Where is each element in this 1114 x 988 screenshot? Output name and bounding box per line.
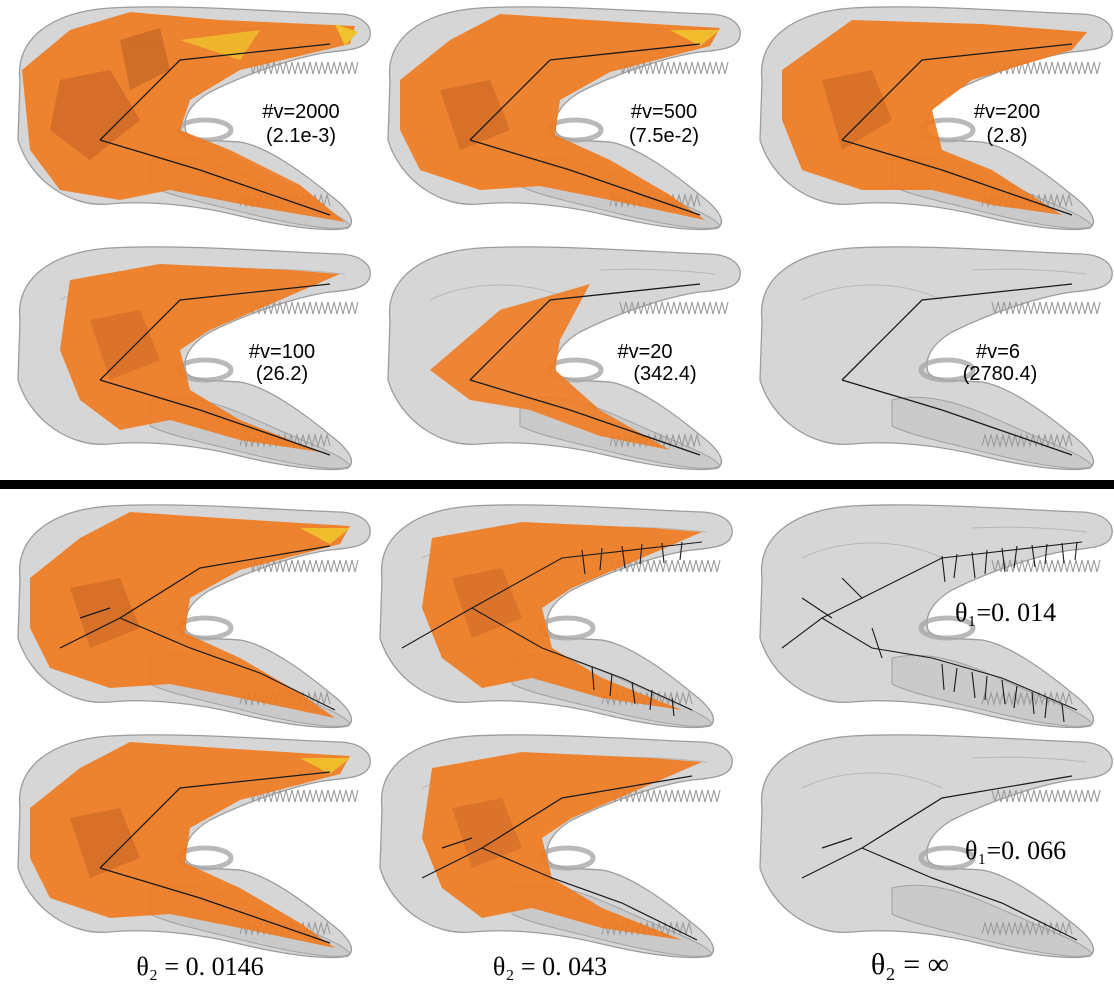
theta1-label: θ₁=0. 066 <box>965 836 1067 865</box>
top-panel <box>760 247 1112 470</box>
theta1-label: θ₁=0. 014 <box>955 598 1057 627</box>
vertex-count-label: #v=6 <box>976 341 1020 363</box>
bottom-panel <box>380 505 732 728</box>
error-label: (2.1e-3) <box>265 125 337 147</box>
error-label: (342.4) <box>633 363 697 385</box>
theta2-label: θ₂ = 0. 0146 <box>136 952 264 981</box>
error-label: (26.2) <box>255 363 309 385</box>
bottom-panel <box>18 735 370 958</box>
top-section <box>18 7 1112 470</box>
error-label: (2780.4) <box>962 363 1038 385</box>
vertex-count-label: #v=100 <box>248 341 316 363</box>
bottom-panel <box>380 735 732 958</box>
theta2-label: θ₂ = ∞ <box>870 948 950 981</box>
top-panel <box>760 7 1112 230</box>
vertex-count-label: #v=20 <box>617 341 673 363</box>
section-divider <box>0 480 1114 489</box>
error-label: (2.8) <box>986 125 1028 147</box>
vertex-count-label: #v=2000 <box>262 101 340 123</box>
vertex-count-label: #v=200 <box>973 101 1041 123</box>
bottom-section <box>18 505 1112 958</box>
bottom-panel <box>18 505 370 728</box>
vertex-count-label: #v=500 <box>630 101 698 123</box>
error-label: (7.5e-2) <box>628 125 700 147</box>
theta2-label: θ₂ = 0. 043 <box>492 952 608 981</box>
